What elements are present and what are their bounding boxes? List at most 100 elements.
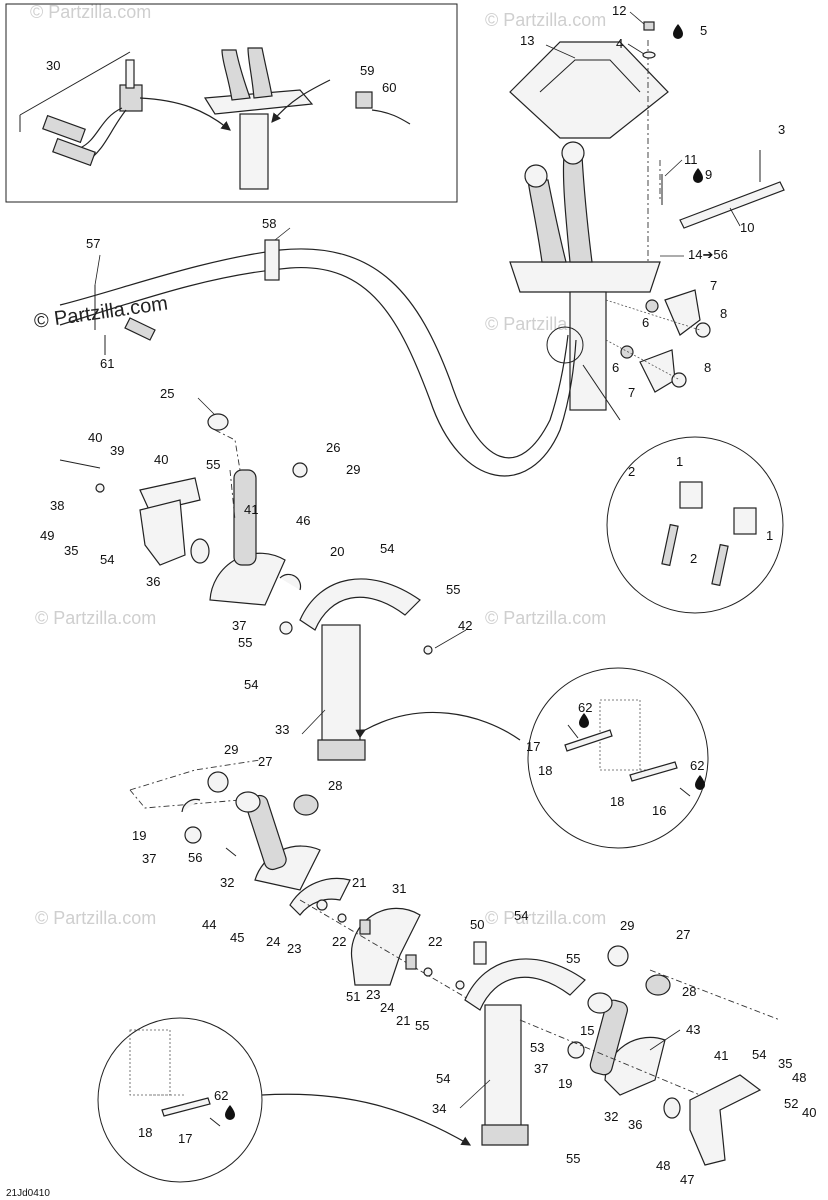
callout: 37: [232, 618, 246, 633]
callout: 17: [526, 739, 540, 754]
washer-24: [423, 967, 433, 977]
callout: 2: [628, 464, 635, 479]
connector-plug: [42, 114, 86, 144]
sealant-drop-icon: [693, 168, 703, 183]
callout: 1: [676, 454, 683, 469]
callout: 23: [287, 941, 301, 956]
callout: 40: [154, 452, 168, 467]
callout: 36: [146, 574, 160, 589]
callout: 28: [328, 778, 342, 793]
callout: 18: [138, 1125, 152, 1140]
callout: 45: [230, 930, 244, 945]
callout: 42: [458, 618, 472, 633]
callout: 55: [566, 1151, 580, 1166]
detent-assembly: [299, 899, 471, 1001]
callout: 6: [642, 315, 649, 330]
callout: 6: [612, 360, 619, 375]
callout: 57: [86, 236, 100, 251]
connector-housing: [119, 84, 143, 112]
callout: 50: [470, 917, 484, 932]
shift-lever: [247, 47, 273, 99]
callout: 46: [296, 513, 310, 528]
lever-knob: [561, 141, 585, 165]
callout: 5: [700, 23, 707, 38]
watermark: © Partzilla.com: [30, 2, 151, 22]
callout: 17: [178, 1131, 192, 1146]
callout: 34: [432, 1101, 446, 1116]
mount-detail: [564, 699, 691, 797]
spring-32: [225, 847, 237, 857]
callout: 7: [628, 385, 635, 400]
callout: 19: [132, 828, 146, 843]
plate-18: [629, 761, 678, 782]
frame-33: [321, 624, 361, 756]
callout: 59: [360, 63, 374, 78]
axis-line: [129, 759, 261, 809]
left-lever-assembly: [59, 413, 308, 606]
callout: 8: [720, 306, 727, 321]
frame-outline: [129, 1029, 185, 1096]
callout: 16: [652, 803, 666, 818]
cap-28: [293, 794, 319, 816]
callout: 40: [88, 430, 102, 445]
callout: 41: [244, 502, 258, 517]
axis-line: [214, 429, 241, 521]
plate-18: [161, 1097, 211, 1117]
arch-top: [464, 958, 586, 1011]
switch-bracket-1: [733, 507, 757, 535]
bushing-27: [207, 771, 229, 793]
callout: 54: [244, 677, 258, 692]
watermark: © Partzilla.com: [35, 908, 156, 928]
callout: 60: [382, 80, 396, 95]
frame-33-assembly: [279, 573, 521, 761]
callout: 25: [160, 386, 174, 401]
callout: 19: [558, 1076, 572, 1091]
callout: 55: [206, 457, 220, 472]
assembly-line: [605, 299, 701, 381]
leader: [19, 51, 131, 132]
callout: 54: [100, 552, 114, 567]
callout: 18: [538, 763, 552, 778]
bracket-7: [664, 289, 701, 336]
callout: 2: [690, 551, 697, 566]
callout: 27: [258, 754, 272, 769]
inset-assembly: [19, 47, 411, 190]
cover-13: [509, 41, 669, 139]
detail-arrow: [355, 711, 521, 741]
switch-bracket-1: [679, 481, 703, 509]
bushing-36: [663, 1097, 681, 1119]
detail-circle-switch: [606, 436, 784, 614]
callout: 26: [326, 440, 340, 455]
watermark: © Partzilla.com: [485, 608, 606, 628]
shifter-body: [239, 113, 269, 190]
callout: 20: [330, 544, 344, 559]
spring-22: [405, 954, 417, 970]
callout: 21: [396, 1013, 410, 1028]
nut-8: [671, 372, 687, 388]
screw-12: [643, 21, 655, 31]
screw-17: [567, 724, 579, 739]
watermark: © Partzilla.com: [35, 608, 156, 628]
leader-lines: [94, 11, 741, 1109]
callout: 53: [530, 1040, 544, 1055]
callout: 13: [520, 33, 534, 48]
callout: 21: [352, 875, 366, 890]
inset-arrow: [139, 97, 231, 131]
detail-circle-mount-lower: [97, 1017, 263, 1183]
mount-detail-lower: [129, 1029, 221, 1127]
callout: 54: [752, 1047, 766, 1062]
callout-labels: 12 5 4 13 3 11 9 10 14➔56 7 6 8 6 8 7 1 …: [40, 3, 816, 1187]
ring: [235, 791, 261, 813]
shifter-plate-14: [509, 261, 661, 293]
shift-lever: [562, 155, 593, 263]
axis-line: [519, 969, 781, 1096]
bushing-27: [607, 945, 629, 967]
callout: 39: [110, 443, 124, 458]
callout: 8: [704, 360, 711, 375]
cable: [59, 248, 569, 459]
watermark: © Partzilla.com: [485, 10, 606, 30]
cable-end: [124, 317, 156, 341]
switch-detail: [661, 481, 757, 587]
callout: 43: [686, 1022, 700, 1037]
cap-28: [645, 974, 671, 996]
